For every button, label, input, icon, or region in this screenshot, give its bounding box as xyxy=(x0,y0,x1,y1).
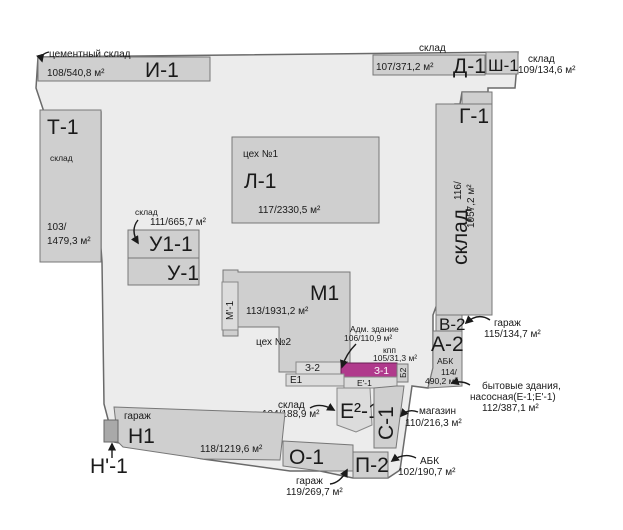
building-z1-note-2: 106/110,9 м² xyxy=(344,333,392,343)
building-m1-sub: М'-1 xyxy=(225,300,236,320)
building-p2-area: 102/190,7 м² xyxy=(398,467,456,478)
building-l1-area: 117/2330,5 м² xyxy=(258,205,321,216)
building-z1-note-1: Адм. здание xyxy=(350,324,399,334)
building-z2-name: З-2 xyxy=(305,363,320,374)
building-u11-arrow xyxy=(130,219,139,245)
building-e21-arrow xyxy=(309,403,336,411)
building-e1-name: Е1 xyxy=(290,375,303,386)
building-p2-name: П-2 xyxy=(355,454,389,477)
building-n1-note: гараж xyxy=(124,411,151,422)
building-s1-note: магазин xyxy=(419,406,456,417)
building-z1[interactable]: З-1 xyxy=(340,362,398,378)
bytovye-arrow xyxy=(450,377,471,386)
building-t1-name: Т-1 xyxy=(47,116,79,139)
building-i1-arrow xyxy=(36,51,50,63)
building-s1-name: С-1 xyxy=(375,406,398,440)
building-g1[interactable]: Г-1 116/ 1057,2 м² склад xyxy=(435,91,493,316)
bytovye-line-1: бытовые здания, xyxy=(482,380,561,392)
building-p2-note: АБК xyxy=(420,456,439,467)
building-n11[interactable] xyxy=(103,419,119,443)
building-l1[interactable]: цех №1 Л-1 117/2330,5 м² xyxy=(231,136,380,224)
building-u11-area: 111/665,7 м² xyxy=(150,217,207,228)
building-u11-name: У1-1 xyxy=(149,233,193,256)
building-o1-area: 119/269,7 м² xyxy=(286,487,343,498)
building-b2[interactable]: Б2 xyxy=(396,363,409,383)
building-t1[interactable]: Т-1 склад 103/ 1479,3 м² xyxy=(39,109,102,263)
building-m1[interactable]: М'-1 М1 113/1931,2 м² цех №2 xyxy=(221,269,351,373)
building-m1-area: 113/1931,2 м² xyxy=(246,306,309,317)
building-e11-name: Е'-1 xyxy=(357,378,372,388)
building-m1-note: цех №2 xyxy=(256,337,291,348)
building-e21-note: склад xyxy=(278,400,305,411)
building-o1-arrow xyxy=(329,468,348,485)
building-z2[interactable]: З-2 xyxy=(295,361,342,375)
building-a2-area-1: 114/ xyxy=(441,367,458,377)
building-t1-note: склад xyxy=(50,153,73,163)
building-e1[interactable]: Е1 xyxy=(285,373,345,387)
bytovye-line-3: 112/387,1 м² xyxy=(482,403,539,414)
building-m1-name: М1 xyxy=(310,282,339,305)
building-p2[interactable]: П-2 xyxy=(352,451,389,479)
building-v2[interactable]: В-2 xyxy=(435,314,465,334)
building-t1-area-2: 1479,3 м² xyxy=(47,236,91,247)
building-n1-sub: Н'-1 xyxy=(90,455,128,478)
building-n1[interactable]: гараж Н1 118/1219,6 м² xyxy=(113,406,286,461)
building-u11[interactable]: У1-1 xyxy=(127,229,200,259)
building-z1-arrow xyxy=(339,343,357,369)
building-a2-name: А-2 xyxy=(431,333,464,356)
building-sh1-note: склад xyxy=(528,54,555,65)
building-u1-name: У-1 xyxy=(167,262,199,285)
building-u1[interactable]: У-1 xyxy=(127,257,200,286)
building-o1[interactable]: О-1 xyxy=(282,440,354,472)
building-d1-note: склад xyxy=(419,43,446,54)
building-g1-note: склад xyxy=(449,209,472,265)
building-n1-name: Н1 xyxy=(128,425,155,448)
building-d1-area: 107/371,2 м² xyxy=(376,62,434,73)
kpp-area: 105/31,3 м² xyxy=(373,353,417,363)
building-z1-name: З-1 xyxy=(374,366,389,377)
building-a2-area-2: 490,2 м² xyxy=(425,376,457,386)
building-s1[interactable]: С-1 xyxy=(373,385,405,449)
building-s1-area: 110/216,3 м² xyxy=(405,418,462,429)
bytovye-line-2: насосная(Е-1;Е'-1) xyxy=(470,392,556,403)
building-o1-note: гараж xyxy=(296,476,323,487)
kpp-note: кпп xyxy=(383,345,396,355)
building-v2-arrow xyxy=(464,315,491,325)
building-i1-note: цементный склад xyxy=(49,49,131,60)
building-v2-area: 115/134,7 м² xyxy=(484,329,541,340)
building-u11-note: склад xyxy=(135,207,158,217)
building-v2-note: гараж xyxy=(494,318,521,329)
building-l1-name: Л-1 xyxy=(244,170,276,193)
building-g1-name: Г-1 xyxy=(459,105,489,128)
building-g1-area-2: 1057,2 м² xyxy=(466,184,477,228)
building-sh1-name: Ш-1 xyxy=(488,56,519,75)
building-o1-name: О-1 xyxy=(289,446,324,469)
building-e21-area: 104/188,9 м² xyxy=(262,409,320,420)
building-i1[interactable]: И-1 108/540,8 м² xyxy=(37,56,211,82)
building-t1-area-1: 103/ xyxy=(47,222,67,233)
building-a2[interactable]: А-2 АБК 114/ 490,2 м² xyxy=(425,330,464,389)
building-p2-arrow xyxy=(390,453,417,463)
building-d1[interactable]: Д-1 107/371,2 м² xyxy=(372,54,486,78)
building-sh1[interactable]: Ш-1 xyxy=(485,51,519,75)
building-g1-area-1: 116/ xyxy=(453,181,464,200)
building-s1-arrow xyxy=(399,408,419,418)
building-e21[interactable]: Е²-1 xyxy=(336,387,380,433)
building-sh1-area: 109/134,6 м² xyxy=(518,65,576,76)
building-n1-area: 118/1219,6 м² xyxy=(200,444,263,455)
building-b2-name: Б2 xyxy=(398,367,408,378)
building-i1-name: И-1 xyxy=(145,59,179,82)
building-d1-name: Д-1 xyxy=(453,55,486,78)
building-v2-name: В-2 xyxy=(439,315,465,334)
building-l1-note: цех №1 xyxy=(243,149,278,160)
building-a2-note: АБК xyxy=(437,356,453,366)
building-i1-area: 108/540,8 м² xyxy=(47,68,105,79)
building-e21-name: Е²-1 xyxy=(340,400,380,423)
